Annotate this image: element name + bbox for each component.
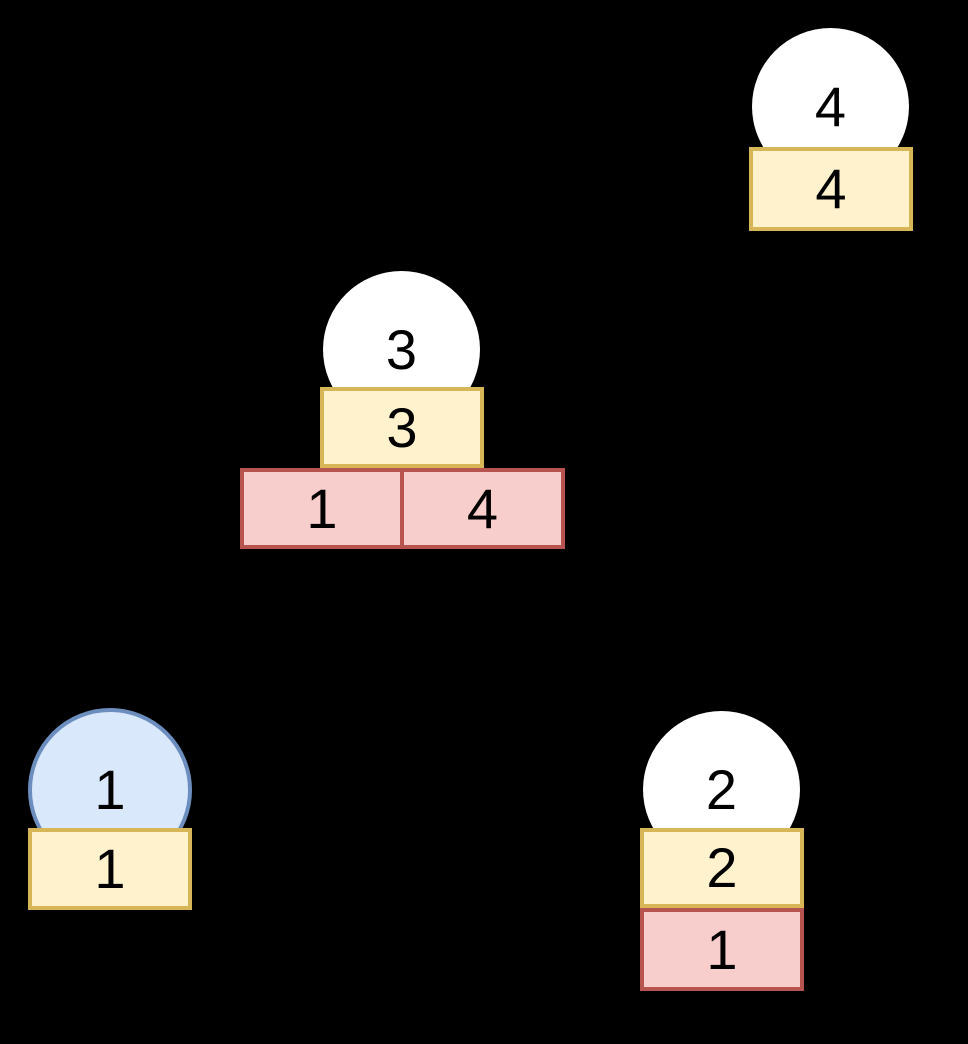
node3-yellow-box[interactable]: 3 [320,387,484,468]
node1-circle-label: 1 [94,758,126,821]
node3-red-box-left[interactable]: 1 [240,468,404,549]
node3-red-box-left-label: 1 [306,476,338,540]
node1-yellow-box[interactable]: 1 [28,828,192,910]
node2-yellow-box[interactable]: 2 [640,828,804,908]
node2-red-box[interactable]: 1 [640,908,804,991]
node2-red-box-label: 1 [706,917,738,981]
node3-circle-label: 3 [385,317,418,381]
node4-yellow-box[interactable]: 4 [749,147,913,231]
node1-yellow-box-label: 1 [94,837,126,900]
node3-red-box-right-label: 4 [466,476,499,540]
node4-yellow-box-label: 4 [815,157,847,220]
node2-circle-label: 2 [705,757,738,821]
node3-yellow-box-label: 3 [386,395,418,459]
node2-yellow-box-label: 2 [706,836,738,899]
node3-red-box-right[interactable]: 4 [400,468,565,549]
node4-circle-label: 4 [814,74,847,138]
